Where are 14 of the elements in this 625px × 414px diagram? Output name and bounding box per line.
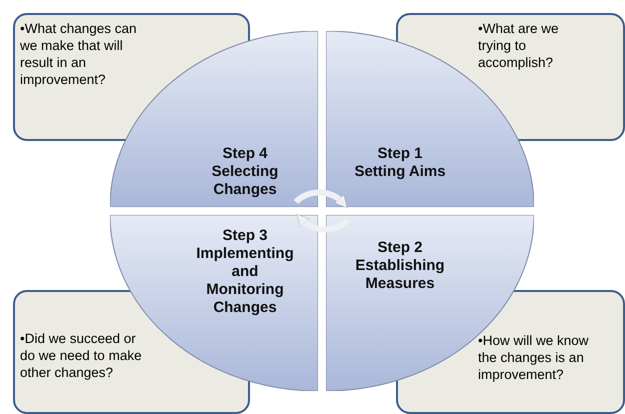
step-title: Selecting Changes — [210, 163, 280, 199]
step-title: Implementing and Monitoring Changes — [195, 245, 295, 317]
step-number: Step 3 — [221, 227, 268, 245]
question-text: •How will we know the changes is an improvement? — [478, 332, 590, 383]
step-title: Establishing Measures — [354, 257, 446, 293]
question-text: •What changes can we make that will result in an improvement? — [20, 20, 138, 88]
step-number: Step 4 — [221, 145, 268, 163]
question-text: •What are we trying to accomplish? — [478, 20, 560, 71]
step-title: Setting Aims — [353, 163, 447, 181]
curved-arrow — [296, 214, 350, 232]
curved-arrow — [294, 190, 348, 208]
step-number: Step 2 — [376, 239, 424, 257]
step-number: Step 1 — [376, 145, 424, 163]
question-text: •Did we succeed or do we need to make other changes? — [20, 330, 143, 381]
